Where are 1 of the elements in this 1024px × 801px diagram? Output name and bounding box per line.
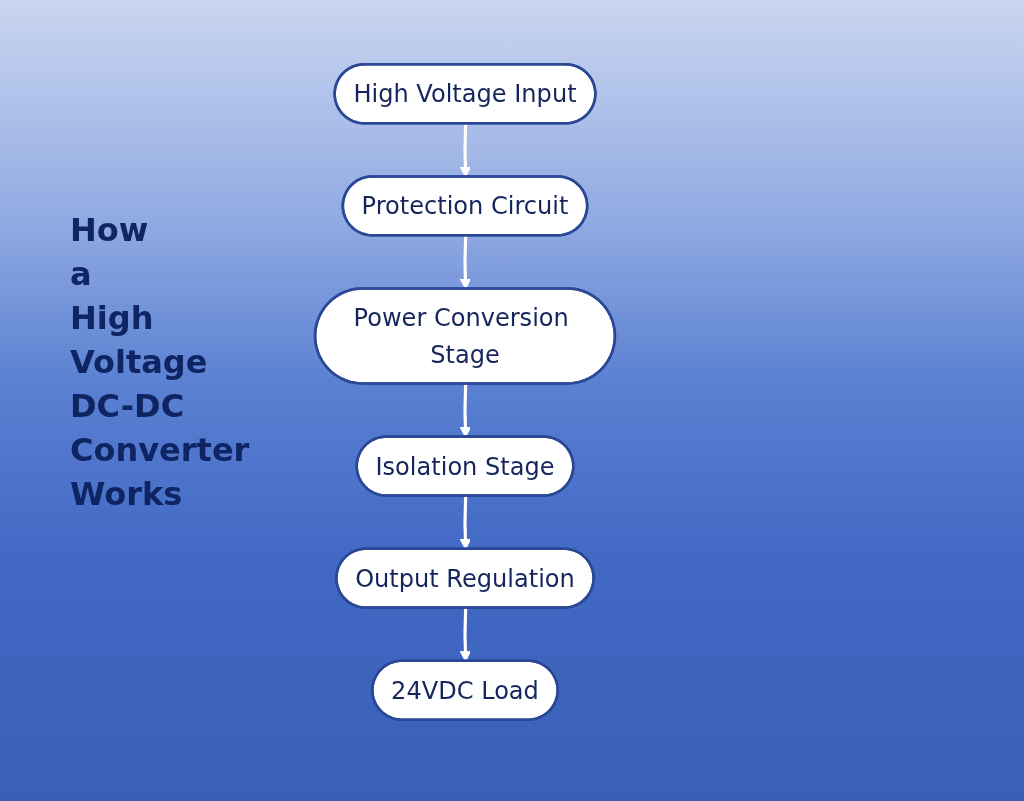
title: How a High Voltage DC-DC Converter Works	[70, 210, 251, 515]
